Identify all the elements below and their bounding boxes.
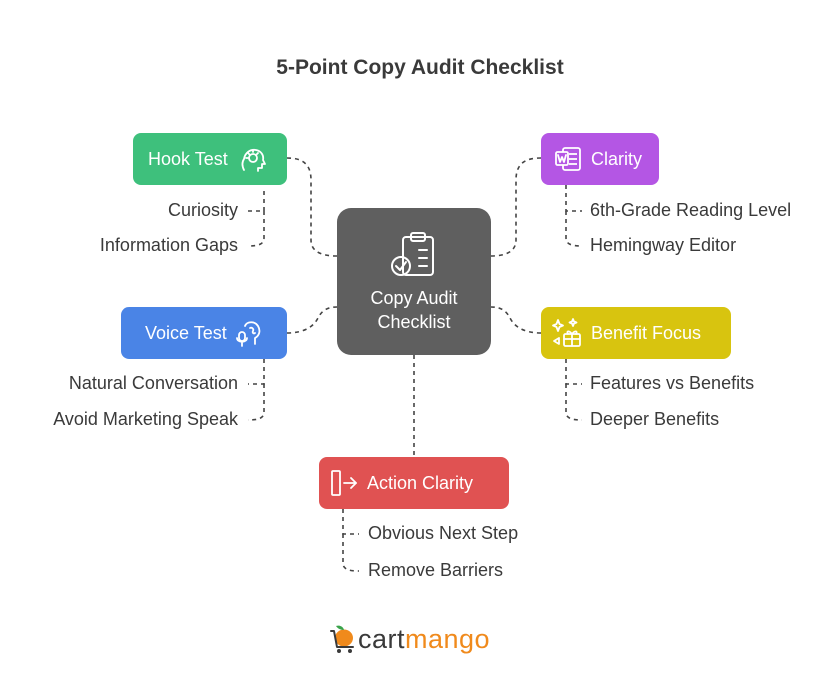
connector-voice-item1 — [248, 359, 265, 385]
voice-item-avoid-marketing: Avoid Marketing Speak — [53, 409, 238, 429]
connector-hook — [286, 157, 338, 257]
connector-benefit-item1 — [565, 359, 582, 385]
action-item-remove-barriers: Remove Barriers — [368, 560, 504, 580]
action-item-obvious-next-step: Obvious Next Step — [368, 523, 519, 543]
clarity-label: Clarity — [591, 148, 643, 169]
hook-item-curiosity: Curiosity — [167, 200, 238, 220]
clipboard-check-icon — [391, 232, 434, 276]
connector-voice — [286, 306, 338, 334]
connector-clarity-item2 — [565, 211, 583, 247]
connector-benefit-item2 — [565, 384, 583, 421]
connector-hook-item1 — [248, 191, 265, 212]
connector-clarity — [490, 157, 542, 257]
action-clarity-label: Action Clarity — [367, 472, 474, 493]
logo-text-mango: mango — [405, 623, 491, 654]
voice-test-label: Voice Test — [145, 322, 227, 343]
center-label: Copy Audit Checklist — [337, 286, 491, 334]
benefit-item-features-vs-benefits: Features vs Benefits — [590, 373, 755, 393]
hook-test-node: Hook Test — [133, 133, 287, 185]
voice-item-natural-conversation: Natural Conversation — [68, 373, 238, 393]
logo-text-cart: cart — [358, 623, 406, 654]
word-document-icon — [553, 144, 583, 174]
connector-clarity-item1 — [565, 185, 582, 212]
voice-test-node: Voice Test — [121, 307, 287, 359]
cursor-arrow-icon — [329, 468, 359, 498]
clarity-item-hemingway: Hemingway Editor — [590, 235, 737, 255]
clarity-item-reading-level: 6th-Grade Reading Level — [590, 200, 792, 220]
action-clarity-node: Action Clarity — [319, 457, 509, 509]
connector-benefit — [490, 306, 542, 334]
gift-sparkle-icon — [551, 317, 583, 349]
connector-action-item1 — [342, 509, 359, 535]
clarity-node: Clarity — [541, 133, 659, 185]
hook-test-label: Hook Test — [148, 148, 228, 169]
page-title: 5-Point Copy Audit Checklist — [276, 56, 564, 79]
benefit-focus-node: Benefit Focus — [541, 307, 731, 359]
head-lightbulb-icon — [238, 144, 268, 174]
benefit-item-deeper-benefits: Deeper Benefits — [590, 409, 720, 429]
connector-voice-item2 — [247, 384, 265, 421]
microphone-head-icon — [235, 318, 263, 348]
center-label-text: Copy Audit Checklist — [370, 288, 458, 332]
hook-item-information-gaps: Information Gaps — [99, 235, 238, 255]
connector-hook-item2 — [247, 211, 265, 247]
connector-action-item2 — [342, 534, 360, 572]
mango-cart-icon — [330, 625, 354, 653]
benefit-focus-label: Benefit Focus — [591, 322, 702, 343]
center-node: Copy Audit Checklist — [337, 208, 491, 355]
